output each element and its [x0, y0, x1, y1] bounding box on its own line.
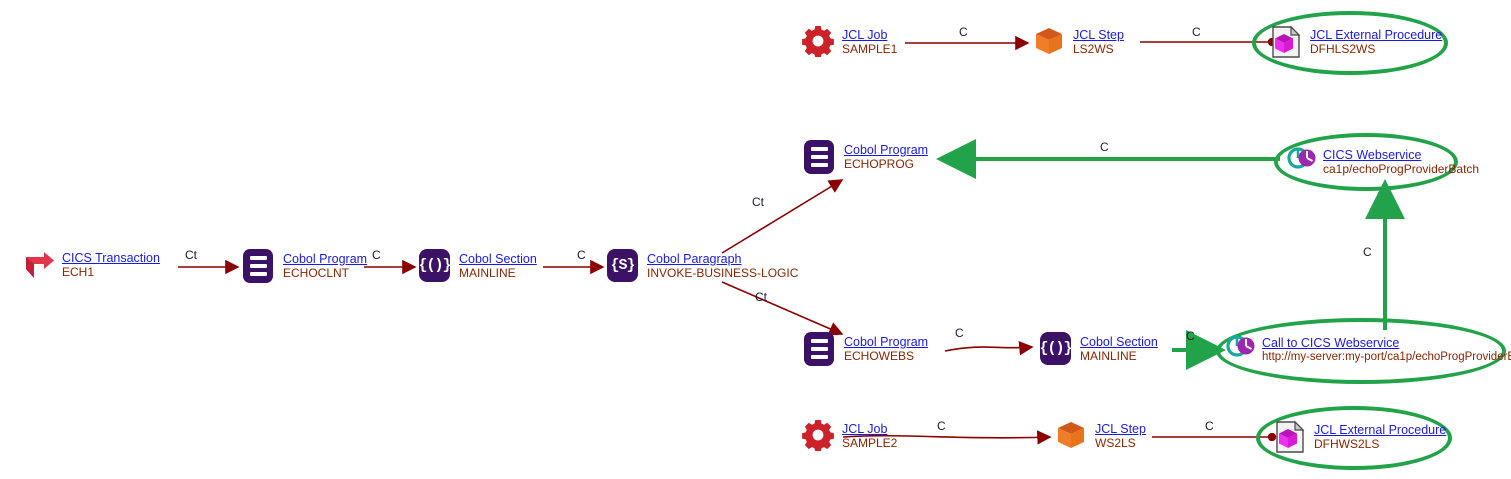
node-subtitle: WS2LS [1095, 435, 1136, 450]
cobol-program-icon [243, 249, 277, 283]
jcl-job-gear-icon [802, 419, 836, 453]
node-labels: CICS Transaction ECH1 [62, 250, 160, 279]
node-labels: JCL Step WS2LS [1095, 421, 1146, 450]
edge-label-c-sample2: C [937, 419, 946, 433]
node-title[interactable]: Cobol Program [844, 334, 929, 349]
jcl-job-gear-icon [802, 25, 836, 59]
edge-label-c-sample1: C [959, 25, 968, 39]
edge-label-c-call-ws: C [1186, 329, 1195, 343]
node-cobol-paragraph-invoke-business-logic[interactable]: {S} Cobol Paragraph INVOKE-BUSINESS-LOGI… [607, 249, 798, 283]
node-title[interactable]: CICS Webservice [1323, 147, 1422, 162]
jcl-external-procedure-icon [1274, 420, 1308, 454]
edge-label-c-ws-echoprog: C [1100, 140, 1109, 154]
node-title[interactable]: JCL Job [842, 421, 888, 436]
node-cics-transaction-ech1[interactable]: CICS Transaction ECH1 [22, 248, 160, 282]
node-cobol-section-mainline-1[interactable]: {()} Cobol Section MAINLINE [419, 249, 537, 283]
node-labels: Cobol Section MAINLINE [459, 251, 537, 280]
node-title[interactable]: JCL Step [1095, 421, 1146, 436]
node-subtitle: LS2WS [1073, 41, 1114, 56]
node-cics-webservice[interactable]: CICS Webservice ca1p/echoProgProviderBat… [1287, 145, 1479, 179]
node-subtitle: SAMPLE1 [842, 41, 898, 56]
node-subtitle: ECHOPROG [844, 156, 915, 171]
node-subtitle: SAMPLE2 [842, 435, 898, 450]
node-subtitle: INVOKE-BUSINESS-LOGIC [647, 265, 799, 280]
node-jcl-external-procedure-dfhls2ws[interactable]: JCL External Procedure DFHLS2WS [1270, 25, 1442, 59]
cobol-section-icon: {()} [1040, 332, 1074, 366]
node-cobol-program-echoprog[interactable]: Cobol Program ECHOPROG [804, 140, 928, 174]
node-title[interactable]: JCL External Procedure [1314, 422, 1447, 437]
node-title[interactable]: JCL External Procedure [1310, 27, 1443, 42]
node-subtitle: ECHOCLNT [283, 265, 350, 280]
node-call-to-cics-webservice[interactable]: Call to CICS Webservice http://my-server… [1226, 333, 1511, 367]
node-subtitle: ca1p/echoProgProviderBatch [1323, 161, 1480, 176]
node-subtitle: ECHOWEBS [844, 348, 915, 363]
node-cobol-program-echoclnt[interactable]: Cobol Program ECHOCLNT [243, 249, 367, 283]
cics-webservice-icon [1287, 145, 1317, 179]
edge-label-c-echowebs: C [955, 326, 964, 340]
cobol-program-icon [804, 332, 838, 366]
node-labels: JCL Step LS2WS [1073, 27, 1124, 56]
node-title[interactable]: Call to CICS Webservice [1262, 335, 1400, 350]
cics-transaction-icon [22, 248, 56, 282]
jcl-external-procedure-icon [1270, 25, 1304, 59]
node-subtitle: DFHLS2WS [1310, 41, 1376, 56]
node-labels: Cobol Program ECHOCLNT [283, 251, 368, 280]
edge-label-c-vertical-ws: C [1363, 245, 1372, 259]
jcl-step-cube-icon [1033, 25, 1067, 59]
edge-label-c-ls2ws: C [1192, 25, 1201, 39]
node-subtitle: MAINLINE [459, 265, 516, 280]
node-title[interactable]: JCL Step [1073, 27, 1124, 42]
edge-label-ct-transaction: Ct [185, 248, 197, 262]
edge-paragraph-to-echoprog [721, 179, 844, 254]
edge-label-c-echoclnt: C [372, 248, 381, 262]
node-labels: JCL External Procedure DFHLS2WS [1310, 27, 1443, 56]
node-title[interactable]: Cobol Program [844, 142, 929, 157]
highlight-ellipse-call-cics-webservice [1216, 318, 1506, 384]
node-title[interactable]: Cobol Paragraph [647, 251, 742, 266]
cobol-paragraph-icon: {S} [607, 249, 641, 283]
cobol-section-icon: {()} [419, 249, 453, 283]
cics-webservice-icon [1226, 333, 1256, 367]
node-jcl-job-sample1[interactable]: JCL Job SAMPLE1 [802, 25, 897, 59]
node-subtitle: MAINLINE [1080, 348, 1137, 363]
node-title[interactable]: JCL Job [842, 27, 888, 42]
node-jcl-external-procedure-dfhws2ls[interactable]: JCL External Procedure DFHWS2LS [1274, 420, 1446, 454]
highlight-ellipse-dfhls2ws [1252, 11, 1448, 75]
node-title[interactable]: Cobol Section [459, 251, 537, 266]
node-subtitle: ECH1 [62, 264, 95, 279]
node-subtitle: http://my-server:my-port/ca1p/echoProgPr… [1262, 351, 1511, 364]
edge-label-c-ws2ls: C [1205, 419, 1214, 433]
node-jcl-job-sample2[interactable]: JCL Job SAMPLE2 [802, 419, 897, 453]
node-labels: Cobol Program ECHOWEBS [844, 334, 929, 363]
highlight-ellipse-dfhws2ls [1256, 406, 1452, 470]
node-title[interactable]: Cobol Section [1080, 334, 1158, 349]
node-labels: Cobol Section MAINLINE [1080, 334, 1158, 363]
node-labels: JCL External Procedure DFHWS2LS [1314, 422, 1447, 451]
node-title[interactable]: Cobol Program [283, 251, 368, 266]
node-labels: JCL Job SAMPLE1 [842, 27, 898, 56]
node-labels: Cobol Program ECHOPROG [844, 142, 929, 171]
node-labels: CICS Webservice ca1p/echoProgProviderBat… [1323, 147, 1480, 176]
node-labels: JCL Job SAMPLE2 [842, 421, 898, 450]
edge-label-ct-echowebs: Ct [755, 290, 767, 304]
highlight-ellipse-cics-webservice [1274, 133, 1458, 191]
node-cobol-program-echowebs[interactable]: Cobol Program ECHOWEBS [804, 332, 928, 366]
edge-label-c-section1: C [577, 248, 586, 262]
node-labels: Cobol Paragraph INVOKE-BUSINESS-LOGIC [647, 251, 799, 280]
cobol-program-icon [804, 140, 838, 174]
node-labels: Call to CICS Webservice http://my-server… [1262, 335, 1511, 364]
node-jcl-step-ws2ls[interactable]: JCL Step WS2LS [1055, 419, 1146, 453]
node-subtitle: DFHWS2LS [1314, 436, 1380, 451]
edge-echowebs-to-section-mainline [944, 341, 1034, 356]
edge-label-ct-echoprog: Ct [752, 195, 764, 209]
edge-paragraph-to-echowebs [721, 281, 844, 336]
node-title[interactable]: CICS Transaction [62, 250, 160, 265]
node-cobol-section-mainline-2[interactable]: {()} Cobol Section MAINLINE [1040, 332, 1158, 366]
node-jcl-step-ls2ws[interactable]: JCL Step LS2WS [1033, 25, 1124, 59]
jcl-step-cube-icon [1055, 419, 1089, 453]
